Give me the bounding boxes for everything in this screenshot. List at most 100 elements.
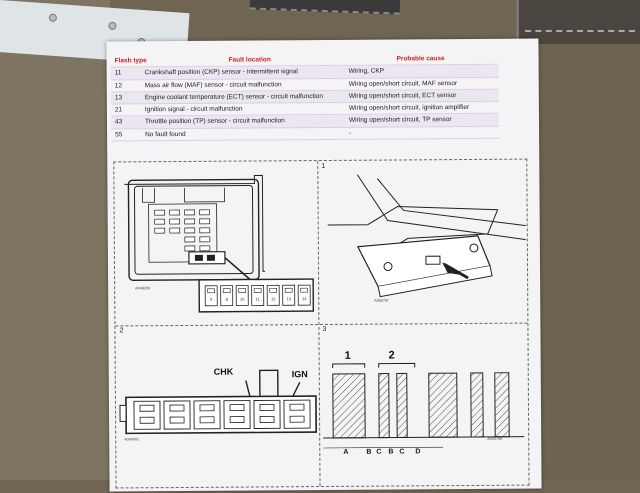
pulse-bar	[428, 372, 458, 438]
fuse-slot	[199, 245, 211, 252]
segment-label: C	[376, 448, 382, 456]
table-row: 55 No fault found -	[111, 126, 500, 142]
fusebox-panel: 9 8 10 11 12 13 14 AD48209	[114, 161, 318, 325]
row-cause: Wiring open/short circuit, ECT sensor	[348, 91, 457, 100]
cavity-terminal	[289, 403, 305, 411]
connector-drawing	[119, 369, 317, 435]
connector-pin	[235, 285, 249, 307]
row-fault: Ignition signal - circuit malfunction	[144, 105, 243, 114]
tray-hole	[108, 21, 117, 31]
cavity-terminal	[139, 404, 155, 412]
segment-label: D	[415, 448, 421, 456]
fuse-slot	[154, 218, 166, 225]
segment-label: B	[388, 448, 394, 456]
fuse-slot	[184, 209, 195, 216]
pin-terminal	[253, 288, 262, 293]
panel-number: 2	[119, 327, 124, 335]
row-code: 13	[114, 94, 123, 102]
cavity-terminal	[259, 415, 275, 423]
fuse-slots	[154, 209, 211, 252]
pin-terminal	[300, 287, 308, 293]
pulse-drawing	[323, 362, 525, 449]
pulse-bar	[332, 373, 366, 439]
row-fault: Mass air flow (MAF) sensor - circuit mal…	[144, 80, 282, 89]
cavity-terminal	[199, 416, 215, 424]
pulse-panel: 3 1 2 A B C B C D AD66798	[318, 323, 528, 486]
pin-label: 14	[302, 296, 307, 301]
cavity-terminal	[229, 404, 245, 412]
fuse-slot	[169, 227, 181, 234]
pin-terminal	[284, 287, 293, 293]
pulse-bars	[332, 372, 510, 439]
col-fault-location: Fault location	[228, 56, 271, 64]
row-code: 21	[114, 106, 123, 114]
row-code: 43	[114, 118, 123, 126]
fuse-slot	[199, 236, 211, 243]
connector-pin	[282, 284, 296, 306]
pin-terminal	[222, 288, 231, 294]
fuse-slot	[199, 218, 211, 225]
row-cause: -	[349, 129, 352, 137]
pin-label: 11	[256, 296, 261, 301]
row-code: 55	[115, 131, 123, 139]
segment-label: A	[343, 448, 349, 456]
pulse-bar	[396, 372, 408, 438]
pulse-bar	[470, 372, 484, 438]
cavity-terminal	[169, 404, 185, 412]
row-cause: Wiring, CKP	[348, 67, 385, 76]
panel-number: 3	[322, 325, 327, 334]
connector-panel: 2 CHK IGN AD66602	[115, 324, 319, 487]
row-cause: Wiring open/short circuit, ignition ampl…	[348, 104, 470, 113]
cavity-terminal	[199, 404, 215, 412]
col-flash-type: Flash type	[114, 57, 147, 65]
pin-terminal	[238, 288, 246, 293]
cavity-terminal	[259, 403, 275, 411]
group-1-label: 1	[344, 349, 351, 362]
fuse-slot	[199, 209, 210, 216]
fault-code-table: Flash type Fault location Probable cause…	[110, 52, 500, 142]
fuse-slot	[184, 218, 196, 225]
connector-pin	[220, 285, 234, 307]
pin-label: 10	[240, 297, 245, 302]
col-probable-cause: Probable cause	[396, 55, 445, 63]
fuse-slot	[199, 227, 211, 234]
pin-label: 12	[271, 296, 276, 301]
row-fault: Crankshaft position (CKP) sensor - inter…	[144, 68, 298, 77]
ign-label: IGN	[291, 369, 308, 380]
row-fault: Engine coolant temperature (ECT) sensor …	[144, 92, 323, 102]
fusebox-drawing: 9 8 10 11 12 13 14	[124, 174, 315, 313]
chk-label: CHK	[213, 366, 234, 377]
fuse-slot	[184, 245, 196, 252]
segment-label: C	[399, 448, 405, 456]
ecu-panel: 1 AD06797	[317, 160, 527, 324]
fuse-slot	[154, 209, 166, 216]
cavity-terminal	[169, 416, 185, 424]
table-surface-left	[0, 0, 110, 480]
fuse-slot	[169, 218, 181, 225]
fuse-slot	[154, 227, 166, 234]
row-cause: Wiring open/short circuit, TP sensor	[348, 116, 452, 125]
tray-hole	[48, 13, 58, 23]
fusebox-code: AD48209	[135, 286, 150, 291]
pulse-code: AD66798	[487, 436, 502, 441]
stitched-pad	[516, 0, 640, 44]
diagnostic-connector: 9 8 10 11 12 13 14	[204, 284, 311, 307]
leather-strap	[249, 0, 401, 15]
connector-pin	[266, 284, 280, 306]
row-code: 12	[114, 81, 123, 90]
ecu-code: AD06797	[374, 298, 389, 303]
fuse-slot	[169, 209, 180, 216]
pin-label: 9	[210, 297, 213, 302]
pin-label: 8	[226, 297, 229, 302]
row-cause: Wiring open/short circuit, MAF sensor	[348, 79, 458, 88]
cavity-terminal	[229, 416, 245, 424]
group-2-label: 2	[388, 349, 395, 362]
connector-pin	[251, 285, 265, 306]
segment-label: B	[366, 448, 372, 456]
table-surface-right	[540, 0, 640, 480]
row-fault: No fault found	[145, 130, 186, 139]
pulse-bar	[378, 373, 390, 439]
pin-label: 13	[286, 296, 291, 301]
row-fault: Throttle position (TP) sensor - circuit …	[144, 117, 285, 126]
